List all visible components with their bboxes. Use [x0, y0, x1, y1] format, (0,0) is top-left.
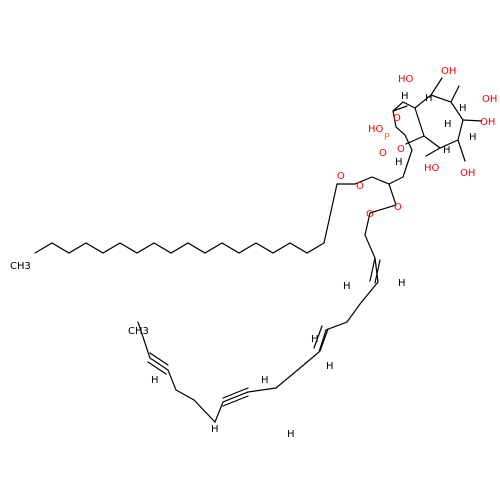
phosphate-inositol-oxygen: O — [393, 113, 401, 124]
inositol-hydrogen-3: H — [469, 132, 477, 143]
phosphorus-atom: P — [384, 132, 390, 143]
alkene-hydrogen-6: H — [287, 429, 295, 440]
inositol-hydrogen-2: H — [459, 103, 467, 114]
terminal-methyl-1: CH3 — [10, 261, 31, 272]
inositol-hydroxyl-5: OH — [460, 168, 475, 179]
alkene-hydrogen-4: H — [311, 334, 319, 345]
ester-carbonyl-oxygen-2: O — [366, 209, 374, 220]
inositol-hydrogen-4: H — [443, 145, 451, 156]
atom-labels: O O O O P O HO O O HO OH OH OH OH HO H H… — [10, 66, 497, 440]
alkene-hydrogen-1: H — [343, 281, 351, 292]
terminal-methyl-2: CH3 — [128, 326, 149, 337]
ester-link-oxygen-1: O — [356, 181, 364, 192]
inositol-hydrogen-5: H — [401, 91, 409, 102]
ester-carbonyl-oxygen-1: O — [337, 171, 345, 182]
inositol-hydroxyl-3: OH — [482, 94, 497, 105]
inositol-hydrogen-6: H — [444, 119, 452, 130]
alkene-hydrogen-5: H — [261, 375, 269, 386]
inositol-hydroxyl-2: OH — [441, 66, 456, 77]
alkene-hydrogen-2: H — [398, 278, 406, 289]
inositol-hydroxyl-4: OH — [480, 117, 495, 128]
alkene-hydrogen-8: H — [211, 424, 219, 435]
phosphate-glycerol-oxygen: O — [397, 144, 405, 155]
inositol-hydroxyl-6: HO — [424, 163, 440, 174]
bond-lines — [34, 77, 483, 424]
inositol-hydrogen-1: H — [425, 93, 433, 104]
alkene-hydrogen-7: H — [151, 375, 159, 386]
glycerol-hydrogen: H — [395, 157, 403, 168]
ester-link-oxygen-2: O — [394, 202, 402, 213]
inositol-hydroxyl-1: HO — [398, 74, 414, 85]
alkene-hydrogen-3: H — [326, 361, 334, 372]
phosphate-double-oxygen: O — [379, 148, 387, 159]
phosphate-hydroxyl: HO — [368, 124, 384, 135]
